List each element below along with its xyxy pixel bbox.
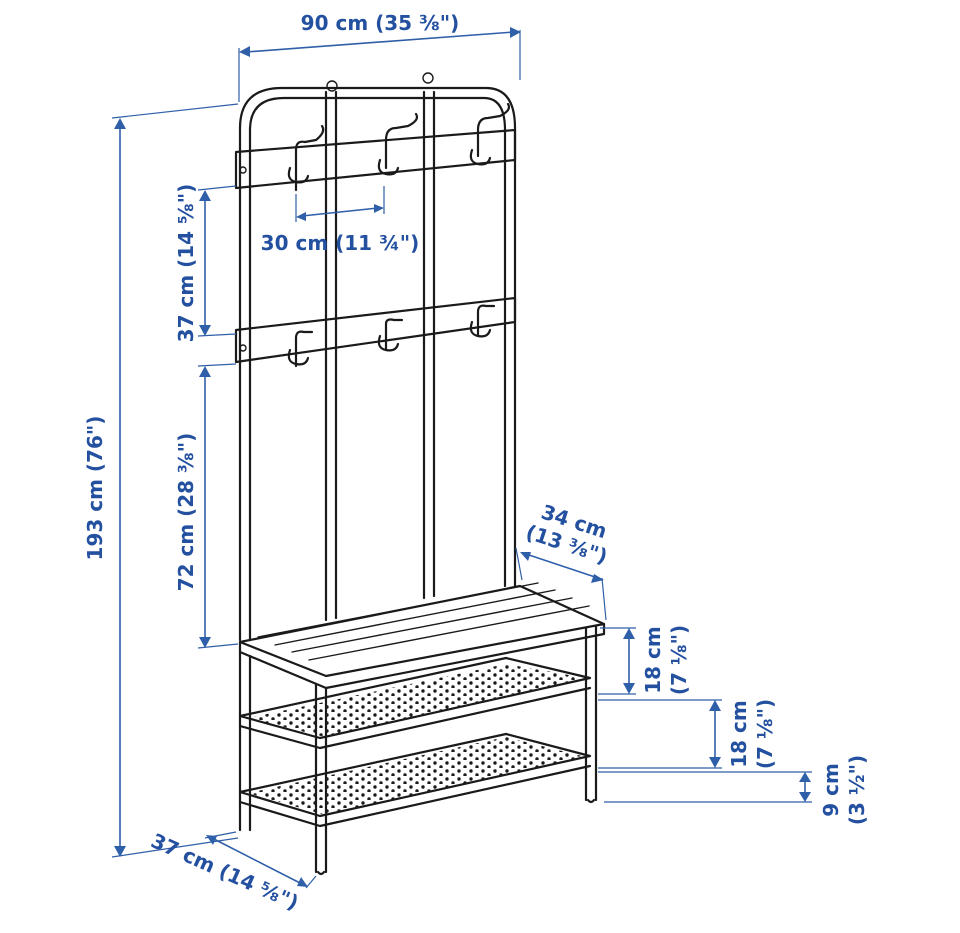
hook-spacing-label: 30 cm (11 ¾")	[261, 231, 420, 255]
shelf-gap-top-label-line2: (7 ⅛")	[667, 625, 691, 695]
shelf-gap-mid-label-line1: 18 cm	[727, 700, 751, 768]
shelf-gap-top-label-line1: 18 cm	[641, 626, 665, 694]
shelf-gap-top-label: 18 cm (7 ⅛")	[641, 625, 691, 695]
seat-to-rail-label: 72 cm (28 ⅜")	[174, 433, 198, 592]
upper-hooks	[287, 102, 511, 192]
shelf-gap-mid-label-line2: (7 ⅛")	[753, 699, 777, 769]
hook-rail-gap-label: 37 cm (14 ⅝")	[174, 184, 198, 343]
width-label: 90 cm (35 ⅜")	[301, 11, 460, 35]
total-height-label: 193 cm (76")	[83, 416, 107, 561]
coat-rack-bench-drawing	[234, 72, 606, 876]
shelf-gap-mid-label: 18 cm (7 ⅛")	[727, 699, 777, 769]
floor-clearance-label-line2: (3 ½")	[845, 755, 869, 825]
dimension-lines	[111, 27, 812, 889]
floor-clearance-label: 9 cm (3 ½")	[819, 755, 869, 825]
floor-clearance-label-line1: 9 cm	[819, 763, 843, 817]
lower-hooks	[287, 304, 496, 368]
lower-shoe-shelf	[238, 732, 592, 828]
upper-shoe-shelf	[238, 656, 592, 750]
